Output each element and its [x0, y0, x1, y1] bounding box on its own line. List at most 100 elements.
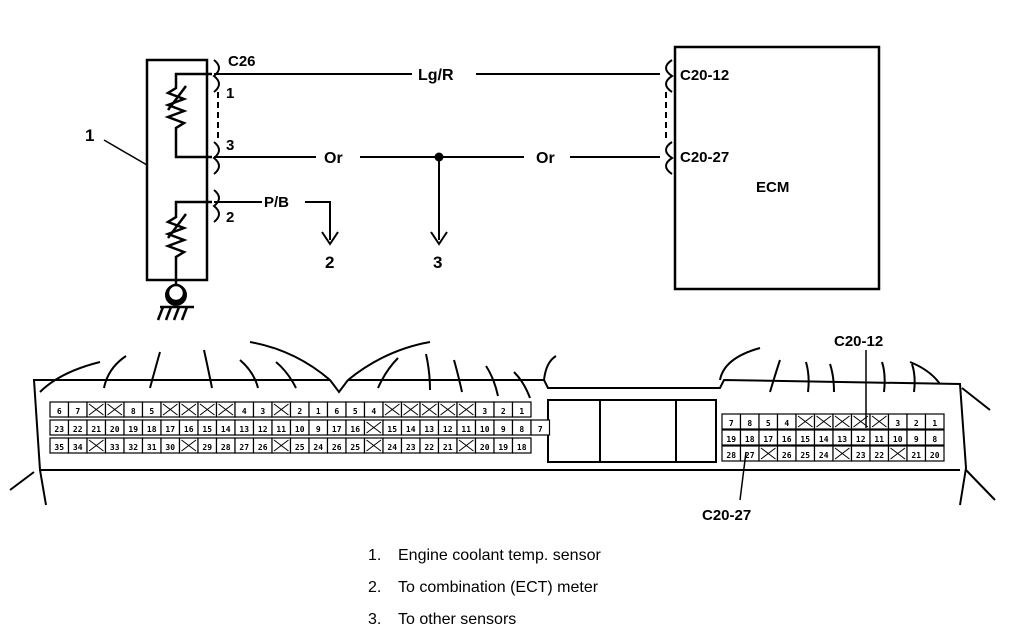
connector-pin-number: 14 [221, 425, 231, 434]
connector-pin-number: 4 [371, 407, 376, 416]
connector-pin-number: 15 [800, 435, 810, 444]
legend-text: Engine coolant temp. sensor [398, 547, 601, 564]
c26-pin-2-label: 2 [226, 209, 234, 226]
empty-pin-x-icon [440, 403, 456, 416]
connector-pin-number: 6 [334, 407, 339, 416]
empty-pin-x-icon [834, 447, 850, 460]
connector-pin-number: 18 [745, 435, 755, 444]
connector-pin-number: 34 [73, 443, 83, 452]
connector-pin-number: 22 [424, 443, 434, 452]
c20-27-leader [739, 451, 747, 501]
connector-pin-number: 21 [443, 443, 453, 452]
connector-pin-number: 1 [932, 419, 937, 428]
connector-pin-cell [924, 445, 945, 462]
connector-pin-number: 20 [480, 443, 490, 452]
connector-pin-number: 2 [297, 407, 302, 416]
connector-pin-number: 10 [480, 425, 490, 434]
connector-pin-cell [511, 401, 532, 418]
connector-pin-number: 7 [538, 425, 543, 434]
callout-2-label: 2 [325, 253, 334, 272]
connector-pin-number: 8 [747, 419, 752, 428]
connector-pin-number: 8 [932, 435, 937, 444]
connector-pin-number: 29 [202, 443, 212, 452]
wire-color-lg-r: Lg/R [418, 67, 454, 84]
wire-color-or-left: Or [324, 150, 343, 167]
connector-pin-number: 16 [350, 425, 360, 434]
engine-coolant-temp-sensor [145, 58, 212, 284]
connector-pin-number: 21 [911, 451, 921, 460]
connector-pin-number: 3 [482, 407, 487, 416]
connector-pin-cell [511, 437, 532, 454]
wire-color-p-b: P/B [264, 194, 289, 211]
empty-pin-x-icon [366, 439, 382, 452]
empty-pin-x-icon [834, 415, 850, 428]
connector-pin-number: 22 [874, 451, 884, 460]
connector-pin-number: 25 [350, 443, 360, 452]
connector-pin-number: 27 [239, 443, 249, 452]
connector-pin-number: 23 [54, 425, 64, 434]
connector-pin-number: 10 [893, 435, 903, 444]
connector-pin-number: 15 [202, 425, 212, 434]
connector-pin-number: 11 [874, 435, 884, 444]
connector-pin-number: 9 [501, 425, 506, 434]
connector-pin-number: 31 [147, 443, 157, 452]
empty-pin-x-icon [890, 447, 906, 460]
connector-pin-number: 33 [110, 443, 120, 452]
connector-pin-number: 9 [316, 425, 321, 434]
empty-pin-x-icon [458, 403, 474, 416]
legend-number: 3. [368, 611, 382, 628]
wire-junction-dot [434, 152, 444, 162]
connector-pin-number: 16 [782, 435, 792, 444]
connector-pin-number: 23 [856, 451, 866, 460]
connector-pin-number: 26 [782, 451, 792, 460]
legend-item: 3. To other sensors [368, 604, 601, 636]
empty-pin-x-icon [181, 439, 197, 452]
empty-pin-x-icon [366, 421, 382, 434]
connector-pin-number: 10 [295, 425, 305, 434]
connector-pin-number: 13 [837, 435, 847, 444]
connector-pin-number: 3 [895, 419, 900, 428]
ecm-connector-housing [9, 341, 996, 506]
empty-pin-x-icon [871, 415, 887, 428]
legend: 1.Engine coolant temp. sensor 2.To combi… [368, 540, 601, 636]
connector-label-c20-12: C20-12 [834, 333, 883, 350]
connector-pin-number: 12 [443, 425, 453, 434]
connector-pin-number: 16 [184, 425, 194, 434]
empty-pin-x-icon [273, 439, 289, 452]
arrow-down-icon [321, 231, 448, 246]
connector-pin-number: 17 [763, 435, 773, 444]
connector-label-c20-27: C20-27 [702, 507, 751, 524]
connector-pin-number: 27 [745, 451, 755, 460]
c26-pin-1-label: 1 [226, 85, 234, 102]
empty-pin-x-icon [88, 439, 104, 452]
legend-text: To combination (ECT) meter [398, 579, 599, 596]
connector-pin-number: 4 [784, 419, 789, 428]
connector-c26-label: C26 [228, 53, 256, 70]
connector-pin-number: 23 [406, 443, 416, 452]
connector-pin-number: 35 [54, 443, 64, 452]
legend-text: To other sensors [398, 611, 517, 628]
connector-pin-number: 14 [819, 435, 829, 444]
connector-pin-number: 5 [353, 407, 358, 416]
ecm-terminal-c20-27: C20-27 [680, 149, 729, 166]
connector-pin-cell [924, 429, 945, 446]
connector-pin-number: 17 [332, 425, 342, 434]
connector-pin-number: 11 [461, 425, 471, 434]
ecm-box [673, 45, 881, 291]
connector-pin-number: 4 [242, 407, 247, 416]
empty-pin-x-icon [162, 403, 178, 416]
c26-connector-shell [212, 59, 220, 223]
connector-pin-number: 3 [260, 407, 265, 416]
connector-pin-number: 19 [726, 435, 736, 444]
connector-pin-number: 24 [387, 443, 397, 452]
connector-pin-number: 25 [800, 451, 810, 460]
empty-pin-x-icon [107, 403, 123, 416]
connector-pin-number: 20 [930, 451, 940, 460]
callout-3-label: 3 [433, 253, 442, 272]
connector-pin-number: 1 [519, 407, 524, 416]
ground-icon [156, 283, 194, 321]
empty-pin-x-icon [218, 403, 234, 416]
connector-pin-number: 7 [75, 407, 80, 416]
connector-pin-number: 18 [147, 425, 157, 434]
